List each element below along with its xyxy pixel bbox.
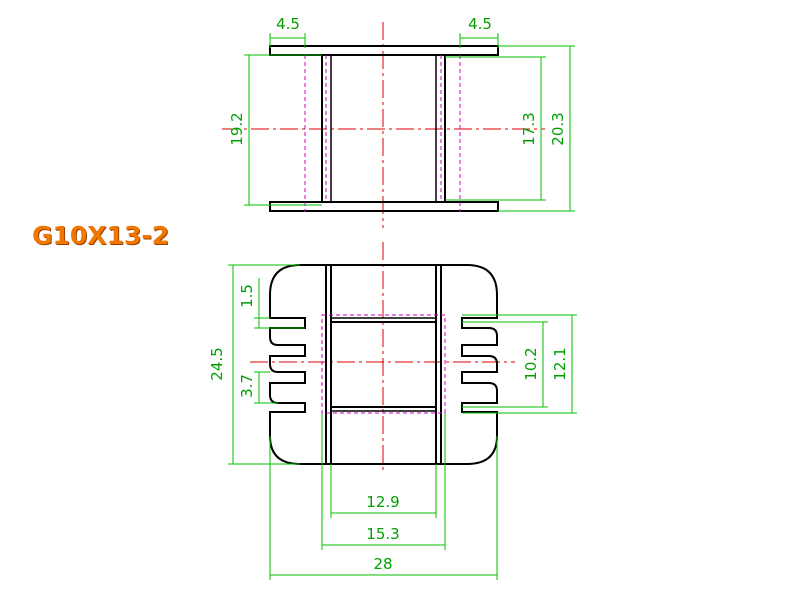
dim-label: 1.5	[238, 284, 256, 308]
dim-core-height: 12.1	[462, 314, 577, 414]
dim-total-height: 24.5	[208, 264, 300, 465]
dim-label: 4.5	[276, 15, 300, 33]
dim-top-right-flange: 4.5	[459, 15, 499, 48]
dim-label: 12.9	[366, 493, 399, 511]
dim-label: 10.2	[522, 347, 540, 380]
dim-top-core-height: 17.3	[445, 56, 546, 201]
dim-label: 4.5	[468, 15, 492, 33]
dim-top-outer-height: 20.3	[498, 45, 575, 212]
part-title: G10X13-2	[32, 221, 170, 250]
bottom-flange	[269, 201, 499, 212]
dim-label: 15.3	[366, 525, 399, 543]
dim-inner-width: 12.9	[330, 464, 437, 518]
top-flange	[269, 45, 499, 56]
dim-top-left-flange: 4.5	[269, 15, 306, 48]
dim-pin-pitch: 3.7	[238, 371, 278, 404]
bobbin-outline	[269, 264, 498, 465]
dim-total-width: 28	[269, 436, 498, 580]
dim-label: 20.3	[549, 112, 567, 145]
dim-label: 28	[373, 555, 392, 573]
front-view: 1.5 24.5 3.7 10.2 12.1	[208, 242, 577, 580]
hidden-core-outline	[321, 314, 446, 414]
dim-label: 19.2	[228, 112, 246, 145]
dim-slot-width: 1.5	[238, 278, 305, 329]
dim-top-inner-height: 19.2	[228, 54, 322, 206]
dim-window-height: 10.2	[462, 321, 548, 408]
top-view: 4.5 4.5 19.2 17.3 20.3	[222, 15, 575, 228]
dim-label: 3.7	[238, 374, 256, 398]
dim-middle-width: 15.3	[321, 413, 446, 550]
dim-label: 17.3	[520, 112, 538, 145]
dim-label: 12.1	[551, 347, 569, 380]
dim-label: 24.5	[208, 347, 226, 380]
